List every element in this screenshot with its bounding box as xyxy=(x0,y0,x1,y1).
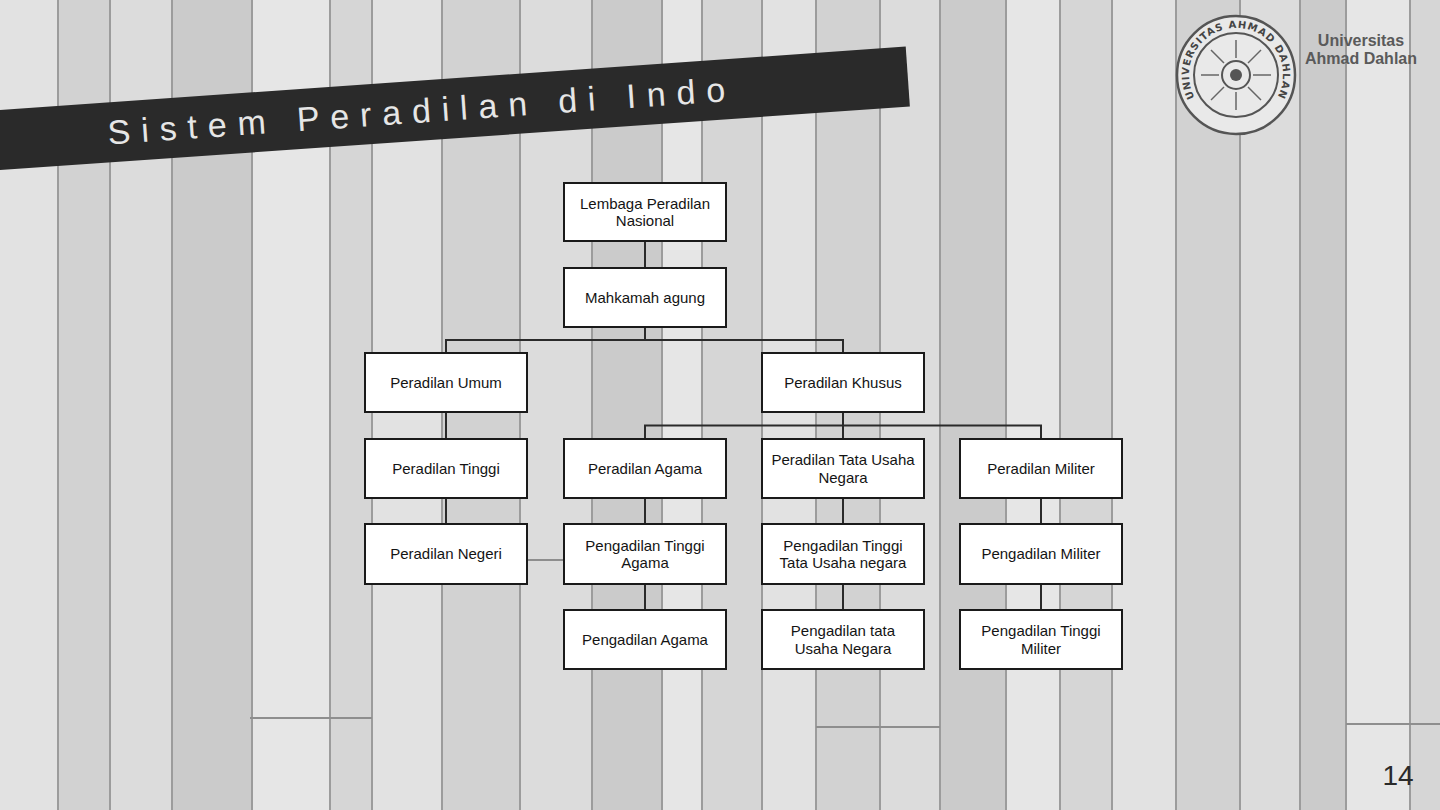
court-name: Peradilan Tata Usaha Negara xyxy=(769,451,917,486)
connector-line xyxy=(445,413,447,438)
connector-line xyxy=(644,242,646,267)
court-box: Peradilan Umum xyxy=(364,352,528,413)
court-box: Peradilan Tinggi xyxy=(364,438,528,499)
court-box: Pengadilan Tinggi Militer xyxy=(959,609,1123,670)
court-name: Pengadilan Tinggi Agama xyxy=(571,537,719,572)
connector-line xyxy=(445,499,447,523)
court-name: Peradilan Tinggi xyxy=(392,460,500,477)
connector-line xyxy=(645,413,843,438)
connector-line xyxy=(644,499,646,523)
connector-line xyxy=(842,499,844,523)
court-name: Peradilan Agama xyxy=(588,460,702,477)
connector-line xyxy=(843,413,1041,438)
court-name: Mahkamah agung xyxy=(585,289,705,306)
logo-ring-text: UNIVERSITAS AHMAD DAHLAN xyxy=(1180,19,1292,101)
court-box: Pengadilan Tinggi Agama xyxy=(563,523,727,585)
connector-line xyxy=(1040,499,1042,523)
court-box: Pengadilan Militer xyxy=(959,523,1123,585)
logo-ring-text: UNIVERSITAS AHMAD DAHLAN xyxy=(1180,19,1292,101)
court-name: Peradilan Umum xyxy=(390,374,502,391)
court-box: Peradilan Khusus xyxy=(761,352,925,413)
court-name: Pengadilan Agama xyxy=(582,631,708,648)
court-name: Peradilan Militer xyxy=(987,460,1095,477)
connector-line xyxy=(842,585,844,609)
court-box: Pengadilan Tinggi Tata Usaha negara xyxy=(761,523,925,585)
court-box: Pengadilan Agama xyxy=(563,609,727,670)
court-box: Pengadilan tata Usaha Negara xyxy=(761,609,925,670)
court-box: Peradilan Militer xyxy=(959,438,1123,499)
court-box: Peradilan Tata Usaha Negara xyxy=(761,438,925,499)
court-box: Lembaga Peradilan Nasional xyxy=(563,182,727,242)
court-name: Pengadilan Tinggi Tata Usaha negara xyxy=(769,537,917,572)
court-box: Mahkamah agung xyxy=(563,267,727,328)
connector-line xyxy=(645,328,843,352)
court-name: Peradilan Negeri xyxy=(390,545,502,562)
court-name: Pengadilan Tinggi Militer xyxy=(967,622,1115,657)
university-name: Universitas Ahmad Dahlan xyxy=(1290,32,1432,69)
court-name: Lembaga Peradilan Nasional xyxy=(571,195,719,230)
connector-line xyxy=(1040,585,1042,609)
court-box: Peradilan Negeri xyxy=(364,523,528,585)
page-number: 14 xyxy=(1370,760,1426,792)
connector-line xyxy=(644,585,646,609)
court-name: Peradilan Khusus xyxy=(784,374,902,391)
court-name: Pengadilan Militer xyxy=(981,545,1100,562)
court-name: Pengadilan tata Usaha Negara xyxy=(769,622,917,657)
court-box: Peradilan Agama xyxy=(563,438,727,499)
connector-line xyxy=(446,328,645,352)
